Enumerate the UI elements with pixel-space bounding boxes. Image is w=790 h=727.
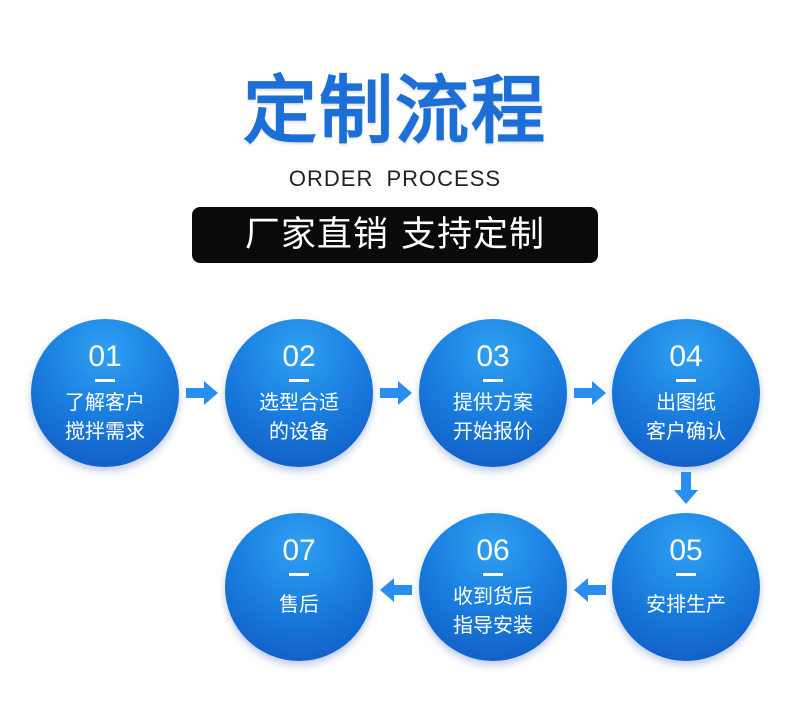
step-divider — [289, 573, 309, 576]
step-05: 05 安排生产 — [612, 513, 760, 661]
step-number: 05 — [669, 534, 703, 567]
step-divider — [676, 573, 696, 576]
step-label-line1: 提供方案 — [453, 390, 533, 414]
step-number: 02 — [282, 340, 316, 373]
page-title: 定制流程 — [243, 68, 547, 154]
step-07: 07 售后 — [225, 513, 373, 661]
step-label-line2: 搅拌需求 — [65, 419, 145, 443]
step-divider — [95, 379, 115, 382]
step-number: 06 — [476, 534, 510, 567]
step-label-line1: 售后 — [279, 592, 319, 616]
arrow-down-icon — [674, 472, 698, 504]
step-number: 04 — [669, 340, 703, 373]
arrow-right-icon — [380, 381, 412, 405]
arrow-left-icon — [380, 578, 412, 602]
arrow-right-icon — [574, 381, 606, 405]
step-label-line2: 开始报价 — [453, 419, 533, 443]
step-label-line2: 的设备 — [269, 419, 329, 443]
step-label-line1: 收到货后 — [453, 584, 533, 608]
step-03: 03 提供方案 开始报价 — [419, 319, 567, 467]
step-divider — [676, 379, 696, 382]
step-01: 01 了解客户 搅拌需求 — [31, 319, 179, 467]
step-04: 04 出图纸 客户确认 — [612, 319, 760, 467]
step-label-line1: 了解客户 — [65, 390, 145, 414]
arrow-left-icon — [574, 578, 606, 602]
step-divider — [289, 379, 309, 382]
step-label-line1: 安排生产 — [646, 592, 726, 616]
step-label-line1: 出图纸 — [656, 390, 716, 414]
step-number: 07 — [282, 534, 316, 567]
step-divider — [483, 573, 503, 576]
step-06: 06 收到货后 指导安装 — [419, 513, 567, 661]
step-number: 01 — [88, 340, 122, 373]
slogan-banner: 厂家直销 支持定制 — [192, 207, 598, 263]
arrow-right-icon — [186, 381, 218, 405]
step-label-line2: 客户确认 — [646, 419, 726, 443]
step-label-line1: 选型合适 — [259, 390, 339, 414]
step-02: 02 选型合适 的设备 — [225, 319, 373, 467]
step-label-line2: 指导安装 — [453, 613, 533, 637]
step-divider — [483, 379, 503, 382]
page-subtitle: ORDER PROCESS — [288, 166, 502, 191]
step-number: 03 — [476, 340, 510, 373]
